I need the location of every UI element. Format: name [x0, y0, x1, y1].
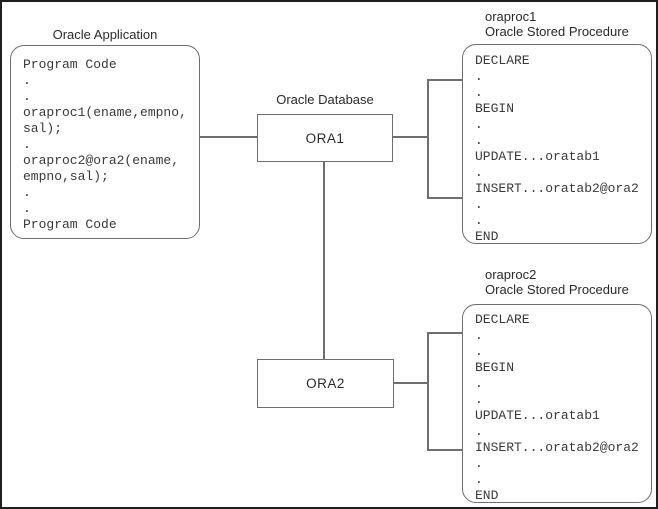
ora1-database-box: ORA1	[257, 114, 393, 162]
code-line: .	[23, 201, 31, 216]
code-line: UPDATE...oratab1	[475, 149, 600, 164]
code-line: Program Code	[23, 217, 117, 232]
code-line: DECLARE	[475, 53, 530, 68]
connector-ora2-to-oraproc2	[394, 382, 427, 384]
oraproc1-bracket-bottom	[427, 197, 462, 199]
code-line: .	[475, 376, 483, 391]
code-line: .	[475, 69, 483, 84]
oraproc1-box: DECLARE..BEGIN..UPDATE...oratab1.INSERT.…	[462, 44, 652, 244]
oraproc2-name: oraproc2	[485, 267, 537, 282]
oraproc2-bracket-bottom	[427, 449, 462, 451]
code-line: UPDATE...oratab1	[475, 408, 600, 423]
code-line: .	[475, 456, 483, 471]
code-line: .	[475, 85, 483, 100]
oraproc1-code: DECLARE..BEGIN..UPDATE...oratab1.INSERT.…	[475, 53, 649, 245]
oraproc1-title: oraproc1 Oracle Stored Procedure	[485, 9, 629, 39]
code-line: .	[23, 73, 31, 88]
code-line: .	[23, 89, 31, 104]
oracle-application-title: Oracle Application	[52, 27, 158, 42]
application-program-code: Program Code..oraproc1(ename,empno,sal);…	[23, 57, 195, 233]
connector-ora1-to-ora2	[323, 162, 325, 359]
code-line: .	[23, 185, 31, 200]
code-line: .	[475, 392, 483, 407]
code-line: .	[475, 213, 483, 228]
oracle-application-box: Program Code..oraproc1(ename,empno,sal);…	[10, 45, 200, 239]
code-line: BEGIN	[475, 360, 515, 375]
code-line: .	[475, 424, 483, 439]
oraproc2-title: oraproc2 Oracle Stored Procedure	[485, 267, 629, 297]
code-line: END	[475, 229, 499, 244]
code-line: INSERT...oratab2@ora2	[475, 440, 639, 455]
oraproc1-bracket-vertical	[427, 79, 429, 197]
oraproc2-box: DECLARE..BEGIN..UPDATE...oratab1.INSERT.…	[462, 304, 652, 503]
oraproc2-bracket-vertical	[427, 332, 429, 450]
oraproc2-type-label: Oracle Stored Procedure	[485, 282, 629, 297]
code-line: oraproc2@ora2(ename,	[23, 153, 180, 168]
code-line: .	[475, 133, 483, 148]
oraproc1-name: oraproc1	[485, 9, 537, 24]
oraproc2-code: DECLARE..BEGIN..UPDATE...oratab1.INSERT.…	[475, 312, 649, 503]
code-line: .	[475, 117, 483, 132]
code-line: empno,sal);	[23, 169, 109, 184]
code-line: .	[475, 344, 483, 359]
ora2-label: ORA2	[306, 376, 345, 391]
connector-app-to-ora1	[199, 136, 257, 138]
code-line: sal);	[23, 121, 63, 136]
connector-ora1-to-oraproc1	[393, 136, 427, 138]
ora2-database-box: ORA2	[257, 359, 394, 408]
code-line: .	[475, 165, 483, 180]
oraproc2-bracket-top	[427, 332, 462, 334]
code-line: .	[475, 472, 483, 487]
code-line: DECLARE	[475, 312, 530, 327]
oraproc1-type-label: Oracle Stored Procedure	[485, 24, 629, 39]
ora1-label: ORA1	[305, 130, 345, 146]
code-line: .	[23, 137, 31, 152]
code-line: oraproc1(ename,empno,	[23, 105, 187, 120]
code-line: .	[475, 328, 483, 343]
code-line: BEGIN	[475, 101, 515, 116]
code-line: .	[475, 197, 483, 212]
oracle-database-title: Oracle Database	[276, 92, 374, 107]
code-line: END	[475, 488, 499, 503]
code-line: Program Code	[23, 57, 117, 72]
code-line: INSERT...oratab2@ora2	[475, 181, 639, 196]
oraproc1-bracket-top	[427, 79, 462, 81]
